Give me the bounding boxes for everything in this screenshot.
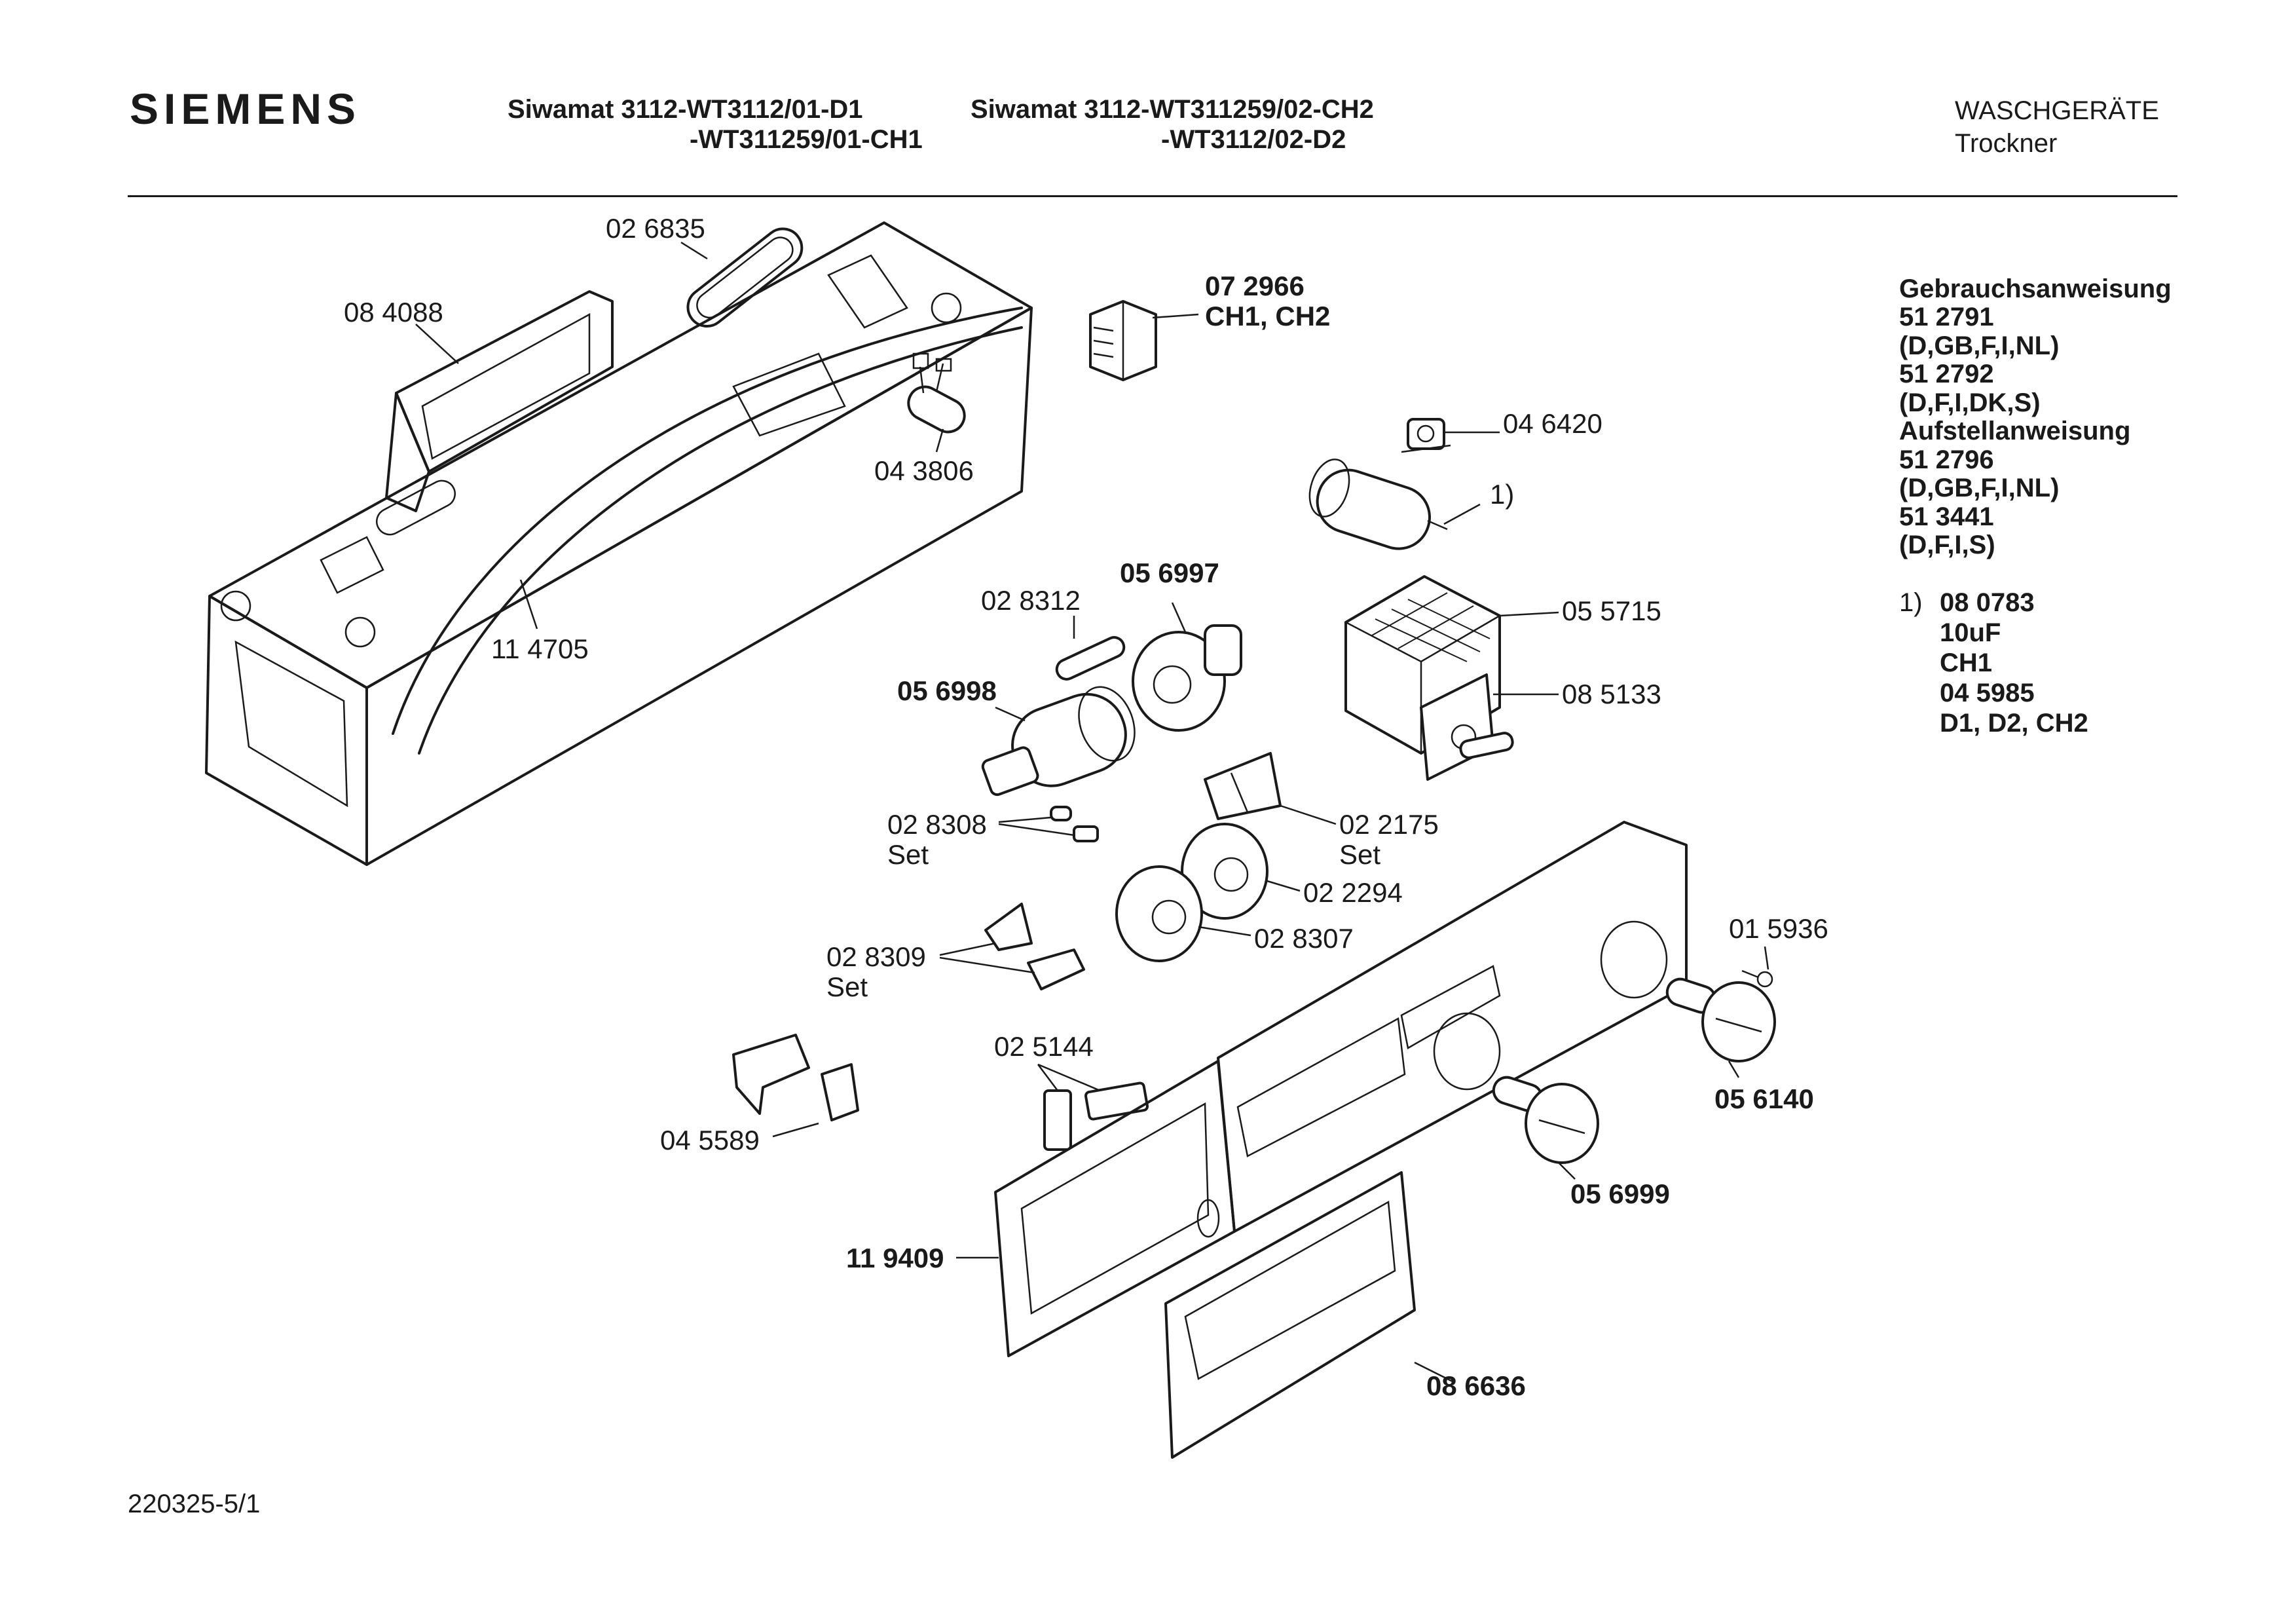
documents-install-1-number: 51 2796: [1899, 445, 1994, 474]
part-label-028312: 02 8312: [981, 585, 1081, 616]
part-label-028308-set: Set: [887, 839, 929, 870]
category-title: WASCHGERÄTE: [1955, 96, 2159, 125]
documents-install-1-languages: (D,GB,F,I,NL): [1899, 474, 2060, 502]
model-b-line1: Siwamat 3112-WT311259/02-CH2: [971, 95, 1374, 124]
door-switch-part: [732, 1034, 859, 1121]
footnote-part-1-variant: CH1: [1940, 648, 1993, 677]
siemens-logo: SIEMENS: [130, 84, 361, 133]
gear-knob-part: [1115, 865, 1203, 962]
part-label-note1: 1): [1490, 479, 1515, 510]
left-knob-part: [1492, 1076, 1599, 1164]
spring-set-part: [1050, 806, 1099, 842]
shaft-part: [1055, 636, 1126, 681]
latch-set-part: [1204, 752, 1282, 820]
footnote-part-2: 04 5985: [1940, 679, 2035, 707]
documents-install-2-number: 51 3441: [1899, 502, 1994, 531]
part-label-086636: 08 6636: [1426, 1370, 1526, 1401]
part-label-025144: 02 5144: [994, 1031, 1094, 1062]
part-label-055715: 05 5715: [1562, 595, 1661, 626]
timer-unit-part: [1344, 575, 1514, 781]
part-label-022175-set: Set: [1339, 839, 1381, 870]
part-label-072966: 07 2966: [1205, 271, 1305, 301]
documents-install-2-languages: (D,F,I,S): [1899, 531, 1995, 559]
gasket-part: [686, 227, 804, 328]
header-rule: [128, 195, 2177, 197]
part-label-028309-set: Set: [826, 971, 868, 1002]
part-label-085133: 08 5133: [1562, 679, 1661, 709]
model-a-line2: -WT311259/01-CH1: [690, 125, 923, 154]
gear-wheel-part: [1181, 823, 1268, 920]
model-b-line2: -WT3112/02-D2: [1161, 125, 1346, 154]
part-label-072966-variant: CH1, CH2: [1205, 301, 1331, 331]
capacitor-part: [1308, 459, 1448, 550]
part-label-015936: 01 5936: [1729, 913, 1828, 944]
screw-part: [1741, 969, 1773, 988]
category-subtitle: Trockner: [1955, 129, 2058, 158]
footnote-part-2-variants: D1, D2, CH2: [1940, 709, 2088, 738]
part-label-028309: 02 8309: [826, 941, 926, 972]
interference-filter-part: [907, 352, 966, 434]
right-knob-part: [1665, 977, 1776, 1062]
documents-install-heading: Aufstellanweisung: [1899, 417, 2131, 445]
part-label-084088: 08 4088: [344, 297, 443, 328]
part-label-056998: 05 6998: [897, 675, 997, 706]
footnote-part-1-value: 10uF: [1940, 618, 2001, 647]
part-label-043806: 04 3806: [874, 455, 974, 486]
front-panel-part: [1217, 821, 1688, 1233]
connector-block-part: [1089, 300, 1157, 381]
filter-cover-part: [385, 290, 614, 512]
model-a-line1: Siwamat 3112-WT3112/01-D1: [508, 95, 863, 124]
cable-clip-part: [1401, 418, 1451, 453]
part-label-056997: 05 6997: [1120, 557, 1219, 588]
switch-body-part: [981, 686, 1136, 797]
part-label-022175: 02 2175: [1339, 809, 1439, 840]
part-label-119409: 11 9409: [846, 1243, 944, 1273]
documents-usage-1-languages: (D,GB,F,I,NL): [1899, 331, 2060, 360]
documents-usage-2-languages: (D,F,I,DK,S): [1899, 388, 2041, 417]
panel-frame-part: [994, 1060, 1236, 1357]
flap-cover-part: [1164, 1171, 1416, 1459]
control-housing-part: [205, 221, 1033, 866]
part-label-046420: 04 6420: [1503, 408, 1602, 439]
part-label-056140: 05 6140: [1714, 1083, 1814, 1114]
leader-lines: [415, 241, 1769, 1383]
drawing-number: 220325-5/1: [128, 1490, 261, 1518]
documents-usage-1-number: 51 2791: [1899, 303, 1994, 331]
lamp-holder-part: [1043, 1081, 1149, 1151]
documents-usage-2-number: 51 2792: [1899, 360, 1994, 388]
part-label-026835: 02 6835: [606, 213, 705, 244]
part-label-045589: 04 5589: [660, 1125, 760, 1155]
part-label-022294: 02 2294: [1303, 877, 1403, 908]
part-label-028308: 02 8308: [887, 809, 987, 840]
documents-usage-heading: Gebrauchsanweisung: [1899, 274, 2172, 303]
footnote-part-1: 08 0783: [1940, 588, 2035, 617]
part-label-028307: 02 8307: [1254, 923, 1354, 954]
part-label-114705: 11 4705: [491, 633, 589, 664]
cam-set-part: [984, 903, 1085, 990]
knob-insert-part: [1132, 624, 1242, 732]
part-label-056999: 05 6999: [1570, 1178, 1670, 1209]
footnote-marker: 1): [1899, 588, 1923, 617]
